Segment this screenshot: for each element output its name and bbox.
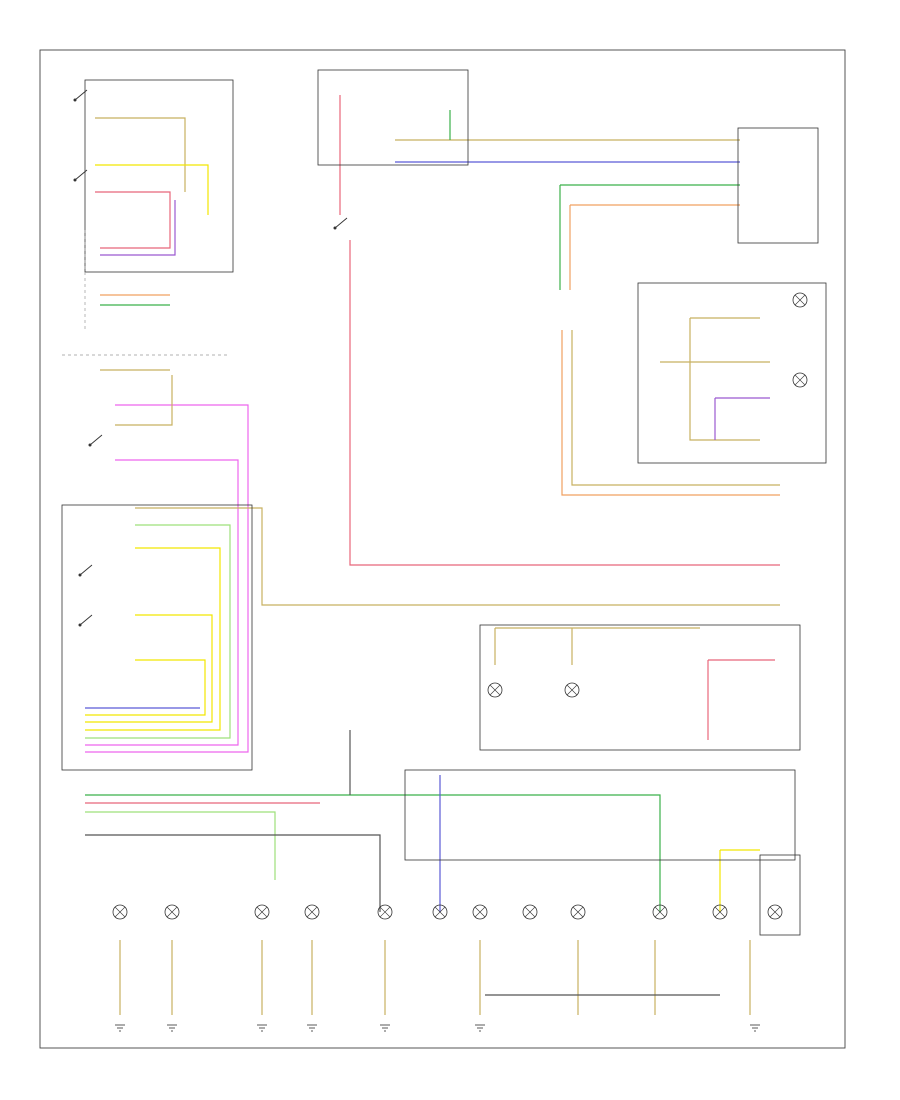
bulb-icon — [432, 904, 448, 920]
switch-contact — [73, 178, 77, 182]
ground-icon — [380, 1024, 390, 1032]
bulb-filament — [524, 906, 536, 918]
ground-icon — [257, 1024, 267, 1032]
fuse-block-box — [317, 69, 469, 166]
rear-lamp-module-box — [759, 854, 801, 936]
bulb-filament — [166, 906, 178, 918]
bulb-icon — [254, 904, 270, 920]
switch-contact — [73, 98, 77, 102]
bulb-icon — [712, 904, 728, 920]
wire-tan-left-1 — [95, 117, 186, 192]
turn-signal-module-box — [84, 79, 234, 273]
switch-contact — [78, 623, 82, 627]
bulb-filament — [566, 684, 578, 696]
bulb-filament — [474, 906, 486, 918]
bulb-icon — [377, 904, 393, 920]
instrument-cluster-box — [637, 282, 827, 464]
wire-yellow-switch — [85, 547, 221, 731]
switch-icon — [74, 169, 88, 181]
bulb-icon — [564, 682, 580, 698]
bulb-icon — [112, 904, 128, 920]
switch-icon — [79, 614, 93, 626]
bulb-filament — [572, 906, 584, 918]
wire-lightgreen-bus — [85, 811, 276, 880]
lamp-control-module-box — [404, 769, 796, 861]
wire-orange-long — [561, 330, 780, 496]
wire-yellow-left — [95, 164, 209, 215]
bulb-filament — [794, 294, 806, 306]
switch-contact — [88, 443, 92, 447]
switch-icon — [74, 89, 88, 101]
bulb-icon — [792, 372, 808, 388]
switch-contact — [78, 573, 82, 577]
bulb-icon — [522, 904, 538, 920]
bulb-filament — [256, 906, 268, 918]
wire-pink-long — [85, 404, 249, 753]
bulb-filament — [654, 906, 666, 918]
bulb-filament — [794, 374, 806, 386]
wire-pink-long-2 — [85, 459, 239, 746]
bulb-filament — [306, 906, 318, 918]
light-switch-box — [61, 504, 253, 771]
bulb-filament — [379, 906, 391, 918]
wire-yellow-switch-2 — [85, 614, 213, 723]
wire-tan-mid-2 — [115, 375, 173, 426]
bulb-filament — [769, 906, 781, 918]
bulb-icon — [570, 904, 586, 920]
ground-icon — [307, 1024, 317, 1032]
switch-icon — [89, 434, 103, 446]
bulb-icon — [792, 292, 808, 308]
wire-tan-cluster-loop — [689, 318, 760, 441]
switch-icon — [334, 217, 348, 229]
bulb-icon — [304, 904, 320, 920]
bulb-filament — [489, 684, 501, 696]
bulb-filament — [114, 906, 126, 918]
ground-icon — [167, 1024, 177, 1032]
wire-black-bus — [85, 834, 381, 912]
wire-green-bus — [85, 794, 661, 912]
wire-yellow-switch-3 — [85, 659, 206, 716]
grounds-layer — [115, 1024, 760, 1032]
ground-icon — [475, 1024, 485, 1032]
bulb-filament — [434, 906, 446, 918]
headlamp-switch-box — [737, 127, 819, 244]
wire-tan-switch — [135, 507, 780, 606]
bulb-icon — [652, 904, 668, 920]
switch-icon — [79, 564, 93, 576]
wire-tan-long — [571, 330, 780, 486]
wire-lightgreen-switch — [85, 524, 231, 739]
wire-red-left — [95, 191, 171, 249]
diagram-frame — [39, 49, 846, 1049]
bulb-icon — [472, 904, 488, 920]
front-lamp-module-box — [479, 624, 801, 751]
bulb-icon — [487, 682, 503, 698]
wire-purple-left — [100, 200, 176, 256]
components-layer — [61, 69, 827, 936]
wire-red-long — [349, 240, 780, 566]
bulb-icon — [767, 904, 783, 920]
bulb-icon — [164, 904, 180, 920]
bulb-filament — [714, 906, 726, 918]
switch-contact — [333, 226, 337, 230]
wires-layer — [85, 95, 780, 1015]
ground-icon — [115, 1024, 125, 1032]
ground-icon — [750, 1024, 760, 1032]
